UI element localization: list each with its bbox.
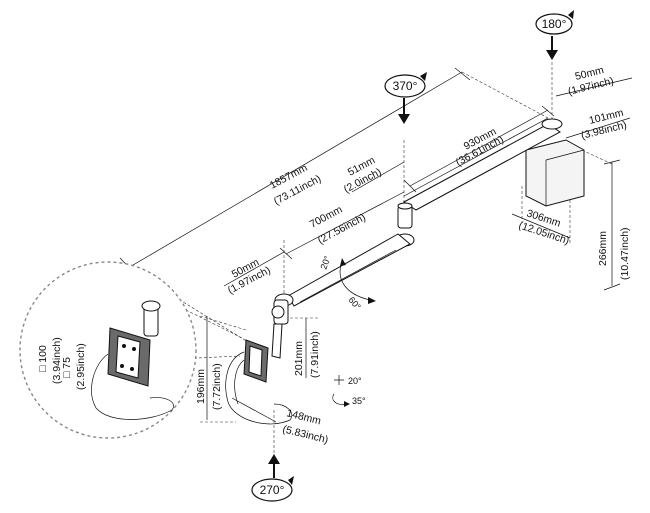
label-arm-angle-20: 20° bbox=[318, 254, 332, 271]
angle-indicators bbox=[332, 258, 376, 407]
label-vesa-75-inch: (2.95inch) bbox=[75, 343, 87, 390]
label-vesa-75: □ 75 bbox=[61, 357, 73, 378]
dim-line-148 bbox=[231, 397, 277, 423]
label-201-mm: 201mm bbox=[293, 341, 305, 376]
label-266-mm: 266mm bbox=[597, 231, 609, 266]
label-266-inch: (10.47inch) bbox=[619, 227, 631, 280]
dim-line-50-left bbox=[223, 251, 285, 287]
rotation-180-badge: 180° bbox=[535, 10, 574, 60]
dim-line-101 bbox=[565, 117, 631, 139]
label-196-mm: 196mm bbox=[195, 369, 207, 404]
monitor-handle bbox=[225, 351, 293, 425]
label-vesa-100-inch: (3.94inch) bbox=[51, 337, 63, 384]
label-196-inch: (7.72inch) bbox=[211, 363, 223, 410]
dim-line-930 bbox=[409, 109, 549, 187]
label-201-inch: (7.91inch) bbox=[309, 331, 321, 378]
detail-view bbox=[19, 261, 243, 439]
tilt-cross-icon bbox=[334, 375, 344, 385]
rotation-270-label: 270° bbox=[260, 483, 285, 497]
gas-spring-arm bbox=[287, 233, 411, 307]
lift-angle-arc bbox=[339, 261, 371, 301]
rotation-370-label: 370° bbox=[393, 79, 418, 93]
label-148-inch: (5.83inch) bbox=[281, 423, 329, 446]
rotation-270-badge: 270° bbox=[251, 454, 294, 502]
desk-clamp bbox=[525, 139, 585, 207]
arm-assembly bbox=[225, 117, 585, 425]
rotation-370-badge: 370° bbox=[384, 72, 427, 124]
dim-line-306 bbox=[511, 213, 571, 239]
rotation-180-label: 180° bbox=[542, 17, 567, 31]
dim-line-50-top bbox=[555, 77, 633, 97]
label-vesa-100: □ 100 bbox=[37, 345, 49, 372]
dim-line-51 bbox=[351, 161, 405, 193]
label-swivel-35: 35° bbox=[352, 396, 366, 406]
dim-line-700 bbox=[285, 191, 405, 255]
post-cap bbox=[541, 118, 563, 130]
label-tilt-20: 20° bbox=[348, 376, 362, 386]
swivel-arc-icon bbox=[332, 393, 347, 405]
dim-line-1857 bbox=[127, 71, 463, 269]
